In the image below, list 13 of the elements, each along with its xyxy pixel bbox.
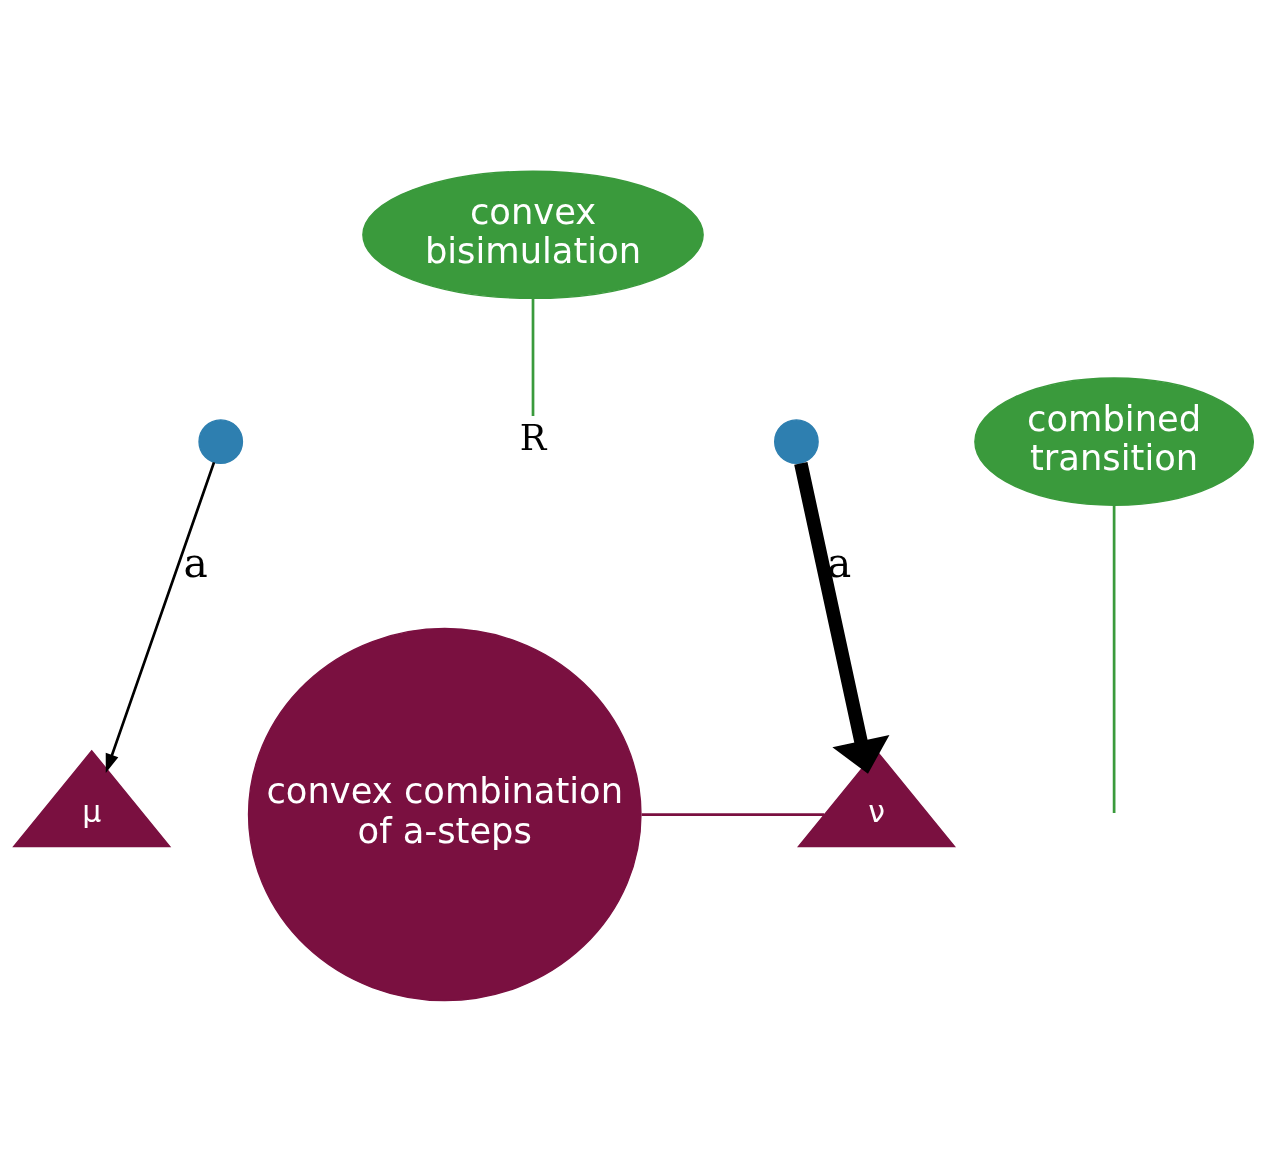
arrow [105,461,216,773]
connector [1112,505,1116,814]
node-circle [774,419,819,465]
connector [531,298,535,416]
arrow [794,461,890,774]
edge-label: a [183,538,208,587]
edge-label: a [827,538,852,587]
node-ellipse: convex bisimulation [362,170,704,300]
node-ellipse: combined transition [974,377,1255,506]
node-text: R [519,417,547,459]
connector [641,813,825,816]
node-circle: convex combination of a-steps [247,627,642,1002]
node-circle [198,419,244,465]
